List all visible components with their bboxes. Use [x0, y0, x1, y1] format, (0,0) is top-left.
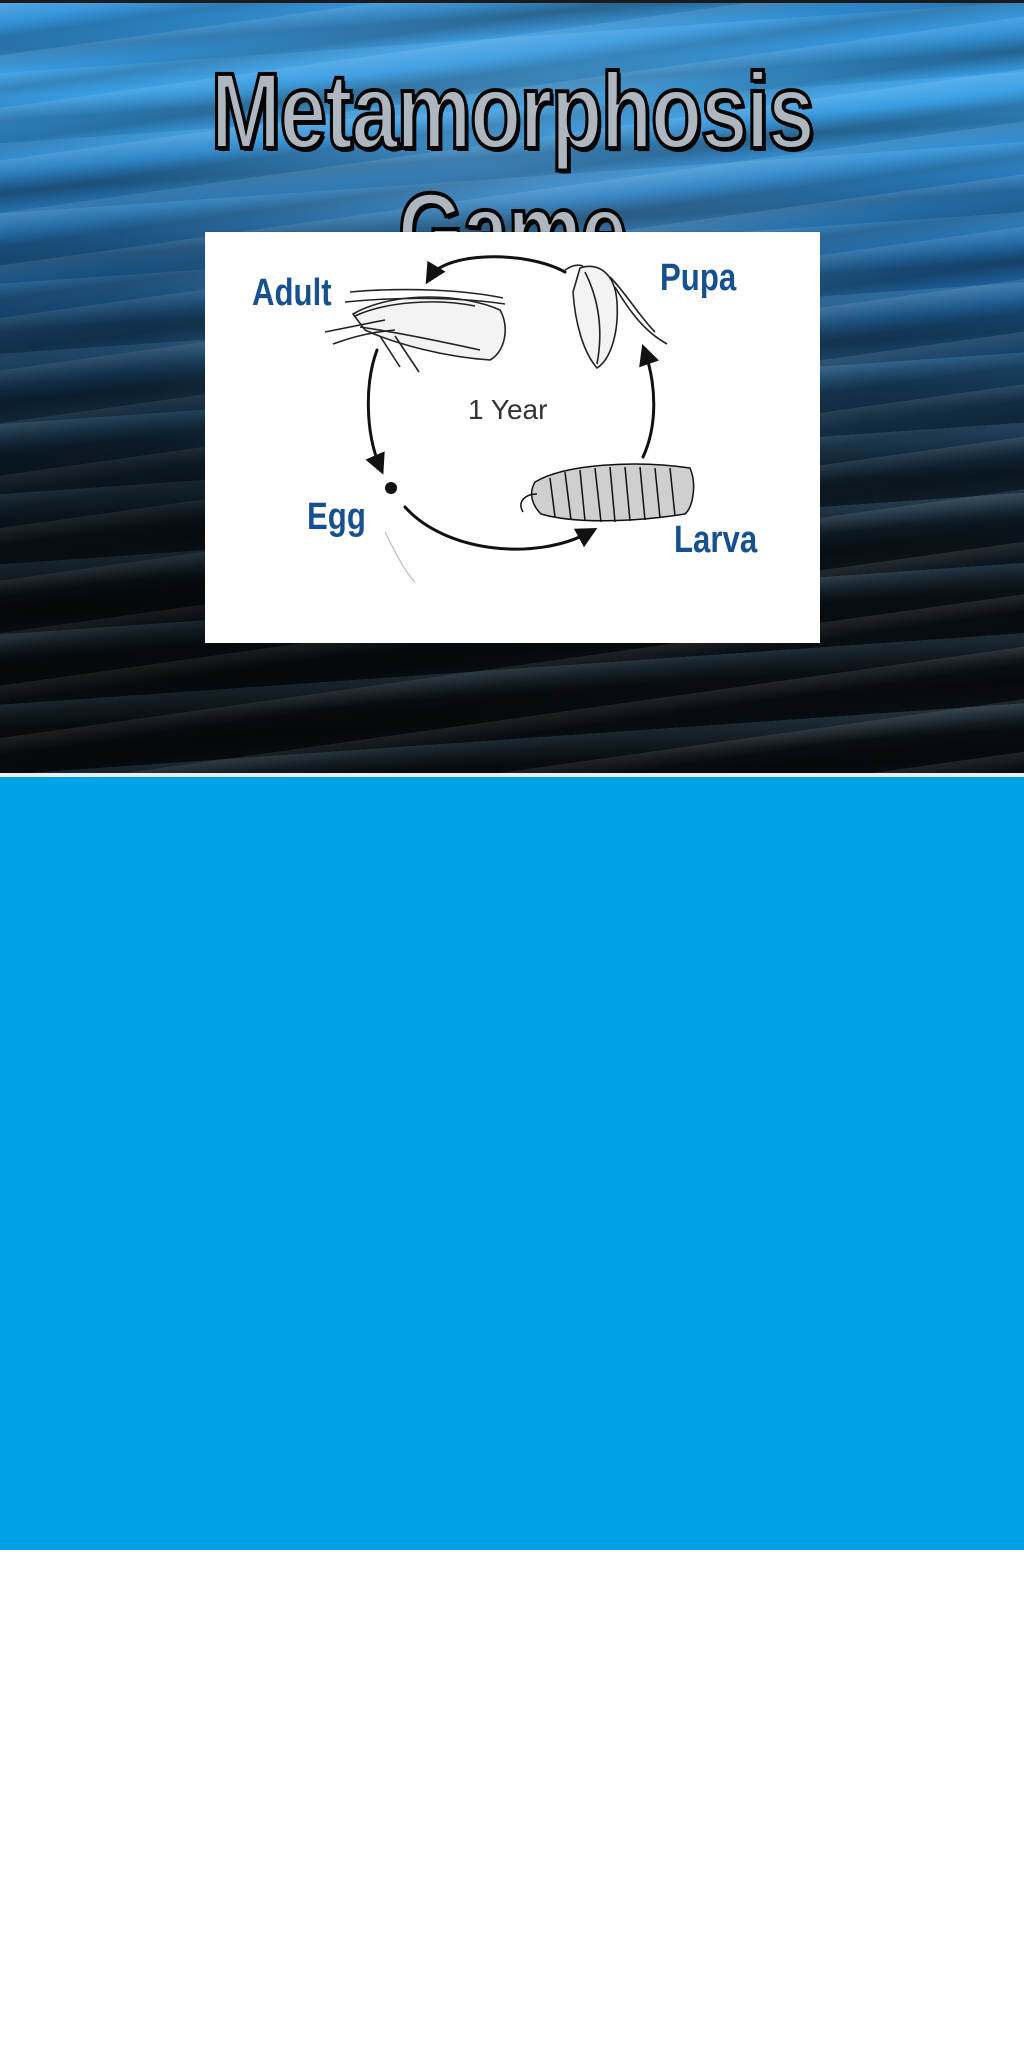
cycle-duration-label: 1 Year	[468, 394, 548, 425]
arrow-adult-to-egg	[365, 348, 385, 475]
stage-label-larva: Larva	[674, 519, 758, 561]
adult-insect-drawing	[324, 288, 506, 373]
pupa-drawing	[564, 264, 668, 370]
game-area-panel	[0, 777, 1024, 1550]
stage-label-pupa: Pupa	[660, 257, 737, 299]
life-cycle-illustration	[324, 255, 695, 583]
arrow-pupa-to-adult	[425, 255, 567, 285]
arrow-larva-to-pupa	[639, 344, 660, 459]
larva-drawing	[520, 463, 695, 523]
cycle-arrows	[365, 255, 660, 551]
water-header: Metamorphosis Game	[0, 3, 1024, 773]
stage-label-egg: Egg	[307, 496, 366, 538]
section-divider	[0, 773, 1024, 777]
arrow-egg-to-larva	[403, 505, 598, 551]
game-title: Metamorphosis Game	[113, 49, 912, 293]
life-cycle-diagram: Adult Pupa Egg Larva 1 Year	[205, 232, 820, 643]
egg-stem	[384, 531, 416, 583]
stage-label-adult: Adult	[252, 272, 332, 314]
egg-dot	[385, 482, 397, 494]
top-border	[0, 0, 1024, 3]
